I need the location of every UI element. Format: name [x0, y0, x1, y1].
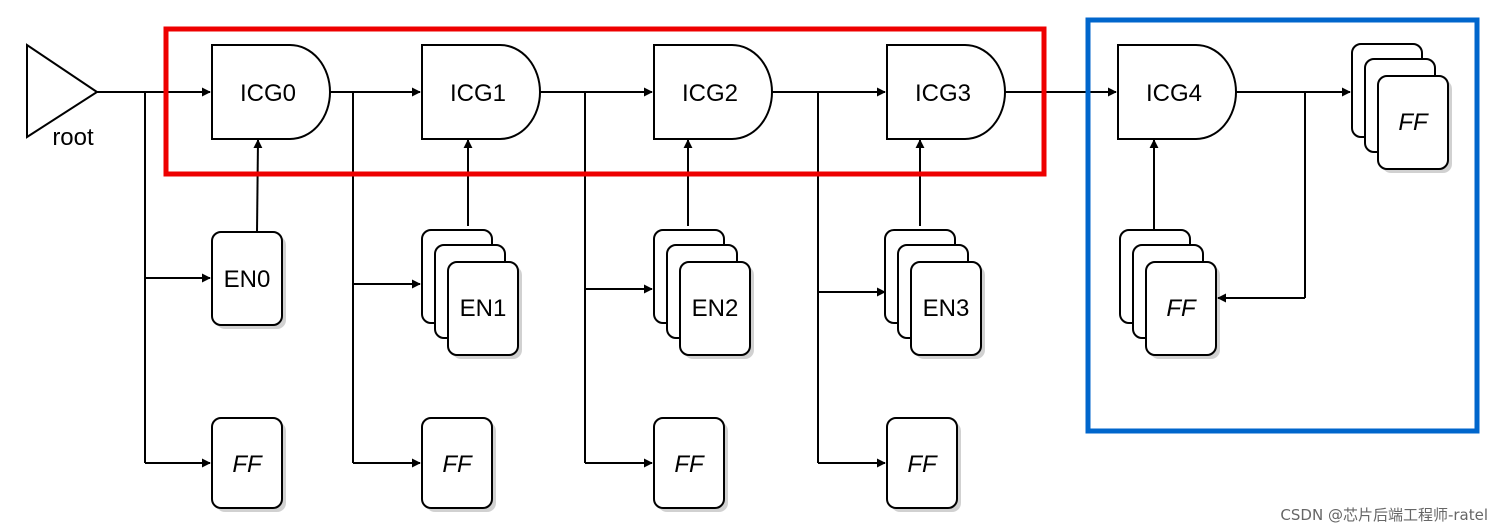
- blue-group-box: [1085, 17, 1480, 434]
- en-stack-3: EN3: [884, 229, 985, 359]
- icg-label-4: ICG4: [1146, 80, 1202, 107]
- ff-block-2: FF: [653, 417, 728, 512]
- icg-label-2: ICG2: [682, 80, 738, 107]
- ff-label: FF: [1398, 109, 1429, 136]
- root-buffer: root: [26, 43, 99, 151]
- ff-label: FF: [907, 451, 938, 478]
- en-stack-1: EN1: [421, 229, 522, 359]
- red-group-box: [163, 26, 1047, 177]
- icg-label-0: ICG0: [240, 80, 296, 107]
- en-stack-2: EN2: [653, 229, 754, 359]
- root-label: root: [52, 124, 94, 151]
- icg-gate-0: ICG0: [211, 44, 331, 140]
- icg-gate-1: ICG1: [421, 44, 541, 140]
- ff-block-0: FF: [211, 417, 286, 512]
- icg-label-1: ICG1: [450, 80, 506, 107]
- en-block-0: EN0: [211, 231, 286, 329]
- ff-label: FF: [674, 451, 705, 478]
- watermark: CSDN @芯片后端工程师-ratel: [1280, 506, 1488, 524]
- ff-label: FF: [1166, 295, 1197, 322]
- ff-block-1: FF: [421, 417, 496, 512]
- ff-stack-bottom: FF: [1119, 229, 1220, 359]
- ff-label: FF: [442, 451, 473, 478]
- ff-label: FF: [232, 451, 263, 478]
- icg-gate-4: ICG4: [1117, 44, 1237, 140]
- en-label-0: EN0: [224, 266, 271, 293]
- wires: [97, 87, 1351, 468]
- en-label-3: EN3: [923, 295, 970, 322]
- icg-gate-3: ICG3: [886, 44, 1006, 140]
- ff-block-3: FF: [886, 417, 961, 512]
- en-label-2: EN2: [692, 295, 739, 322]
- en-label-1: EN1: [460, 295, 507, 322]
- icg-label-3: ICG3: [915, 80, 971, 107]
- icg-gate-2: ICG2: [653, 44, 773, 140]
- ff-stack-top: FF: [1351, 43, 1452, 173]
